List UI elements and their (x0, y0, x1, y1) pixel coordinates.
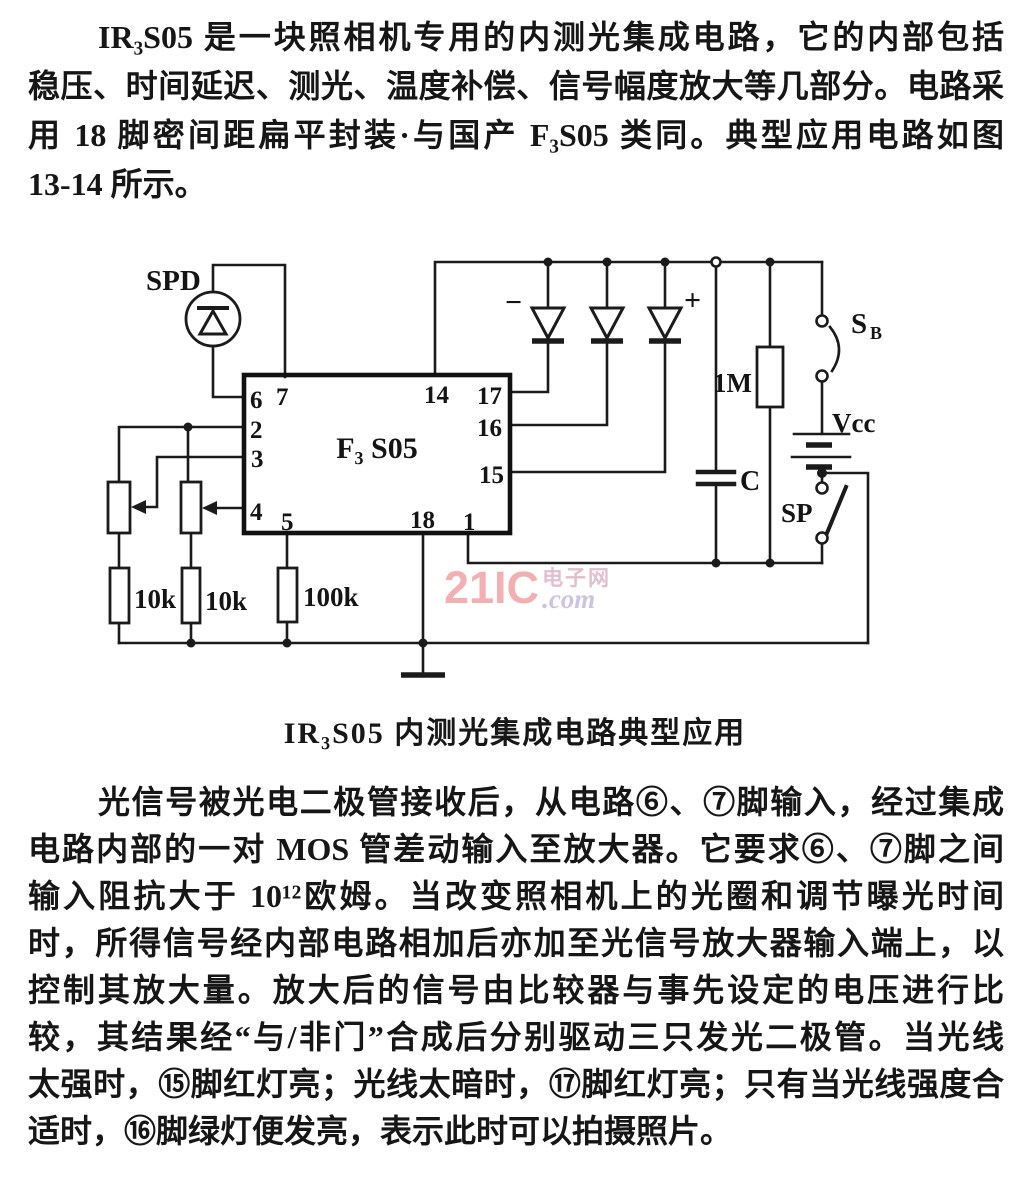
ic-body (241, 372, 513, 536)
pin-label-5: 5 (281, 509, 294, 536)
resistor-10k-a-label: 10k (134, 584, 176, 614)
resistor-100k (276, 566, 299, 624)
capacitor-label: C (740, 466, 760, 497)
ic-f3s05: F₃ S05 6 7 2 3 4 5 14 17 16 15 18 1 (241, 372, 513, 536)
wire-pin17-led1 (508, 342, 550, 394)
pin-label-3: 3 (251, 446, 264, 473)
pin-label-4: 4 (250, 499, 263, 526)
body-line-6: 较，其结果经“与/非门”合成后分别驱动三只发光二极管。当光线 (28, 1019, 1004, 1055)
body-line-5: 控制其放大量。放大后的信号由比较器与事先设定的电压进行比 (28, 972, 1004, 1008)
sb-label-subscript: B (870, 323, 882, 343)
circuit-wires (117, 260, 870, 678)
pin-label-1: 1 (463, 509, 476, 536)
wire-spd-top (211, 263, 287, 379)
body-line-7: 太强时，⑮脚红灯亮；光线太暗时，⑰脚红灯亮；只有当光线强度合 (28, 1066, 1004, 1102)
left-resistor-network: 10k 10k 100k (106, 480, 359, 625)
battery-vcc: Vcc (790, 408, 875, 470)
figure-caption: IR₃S05 内测光集成电路典型应用 (283, 717, 747, 750)
junction-gnd-r2 (186, 638, 196, 648)
resistor-1m: 1M (713, 345, 785, 409)
pin-label-6: 6 (250, 387, 263, 414)
pin-label-14: 14 (424, 382, 450, 409)
led-1-triangle (529, 306, 567, 342)
pot1-body (106, 480, 132, 535)
pin-label-17: 17 (477, 383, 502, 410)
intro-line-2: 稳压、时间延迟、测光、温度补偿、信号幅度放大等几部分。电路采 (28, 68, 1004, 104)
node-cap-top (710, 256, 722, 268)
sp-terminal-bottom (815, 531, 829, 545)
intro-line-3: 用 18 脚密间距扁平封装·与国产 F₃S05 类同。典型应用电路如图 (28, 117, 1004, 153)
resistor-100k-label: 100k (303, 582, 359, 612)
junction-gnd-r3 (282, 638, 292, 648)
wire-right-riser (820, 471, 870, 645)
junction-led1 (543, 257, 553, 267)
led-3 (646, 306, 684, 344)
junction-led3 (660, 257, 670, 267)
junction-1m-top (765, 257, 775, 267)
led-2 (588, 306, 626, 344)
junction-led2 (602, 257, 612, 267)
intro-line-4: 13-14 所示。 (28, 166, 207, 202)
sp-label: SP (781, 498, 813, 528)
led-3-triangle (646, 306, 684, 342)
sb-terminal-top (815, 314, 829, 328)
ic-label: F₃ S05 (336, 432, 418, 465)
resistor-1m-body (755, 345, 785, 409)
led-1 (529, 306, 567, 344)
resistor-10k-b-label: 10k (205, 586, 247, 616)
wire-pin2 (117, 425, 245, 484)
sp-terminal-top (815, 481, 829, 495)
sp-lever (824, 484, 849, 536)
junction-1m-bottom (765, 558, 775, 568)
spd-circle (184, 290, 242, 348)
pin-label-2: 2 (250, 417, 263, 444)
body-line-2: 电路内部的一对 MOS 管差动输入至放大器。它要求⑥、⑦脚之间 (28, 831, 1004, 867)
pin-label-16: 16 (477, 415, 502, 442)
switch-sp: SP (781, 481, 849, 545)
sb-blade-arc (828, 325, 841, 373)
spd-label: SPD (146, 265, 201, 297)
switch-sb: S B (815, 308, 882, 383)
resistor-10k-b (180, 566, 202, 625)
wire-pin15-led3 (508, 342, 667, 474)
wire-top-rail (433, 260, 824, 377)
body-line-1: 光信号被光电二极管接收后，从电路⑥、⑦脚输入，经过集成 (98, 784, 1004, 820)
led-minus-label: − (505, 286, 522, 319)
wire-spd-bottom (211, 343, 245, 399)
pot2-body (179, 480, 203, 535)
body-line-8: 适时，⑯脚绿灯便发亮，表示此时可以拍摄照片。 (28, 1113, 733, 1149)
wire-pin16-led2 (508, 342, 609, 427)
spd-photodiode: SPD (146, 265, 242, 348)
led-indicators: − + (505, 284, 701, 344)
junction-dots (183, 256, 827, 648)
body-line-3: 输入阻抗大于 10¹²欧姆。当改变照相机上的光圈和调节曝光时间 (28, 878, 1004, 914)
pin-label-18: 18 (410, 507, 435, 534)
intro-paragraph: IR₃S05 是一块照相机专用的内测光集成电路，它的内部包括 稳压、时间延迟、测… (28, 13, 1004, 209)
led-2-triangle (588, 306, 626, 342)
resistor-10k-a (108, 566, 131, 625)
ic-pin-numbers: 6 7 2 3 4 5 14 17 16 15 18 1 (250, 382, 504, 536)
body-line-4: 时，所得信号经内部电路相加后亦加至光信号放大器输入端上，以 (28, 925, 1004, 961)
wire-pin1-rail (466, 531, 824, 565)
capacitor-c: C (695, 466, 760, 497)
pot1-wiper-arrow (131, 500, 146, 514)
intro-line-1: IR₃S05 是一块照相机专用的内测光集成电路，它的内部包括 (98, 19, 1004, 55)
circuit-schematic: SPD 10k 10k 100k F₃ S05 6 7 2 3 4 (106, 256, 882, 678)
vcc-label: Vcc (832, 408, 875, 438)
body-paragraph: 光信号被光电二极管接收后，从电路⑥、⑦脚输入，经过集成 电路内部的一对 MOS … (28, 779, 1004, 1155)
resistor-1m-label: 1M (713, 368, 752, 398)
pin-label-7: 7 (276, 384, 289, 411)
led-plus-label: + (684, 284, 701, 317)
junction-battery-neg (817, 468, 827, 478)
wire-pin3 (142, 455, 245, 509)
junction-cap-bottom (711, 558, 721, 568)
spd-triangle (197, 307, 229, 336)
junction-gnd-18 (418, 638, 428, 648)
sb-label: S (851, 308, 867, 340)
pin-label-15: 15 (479, 462, 504, 489)
junction-pot2 (183, 422, 193, 432)
pot2-wiper-arrow (202, 501, 217, 515)
sb-terminal-bottom (815, 369, 829, 383)
